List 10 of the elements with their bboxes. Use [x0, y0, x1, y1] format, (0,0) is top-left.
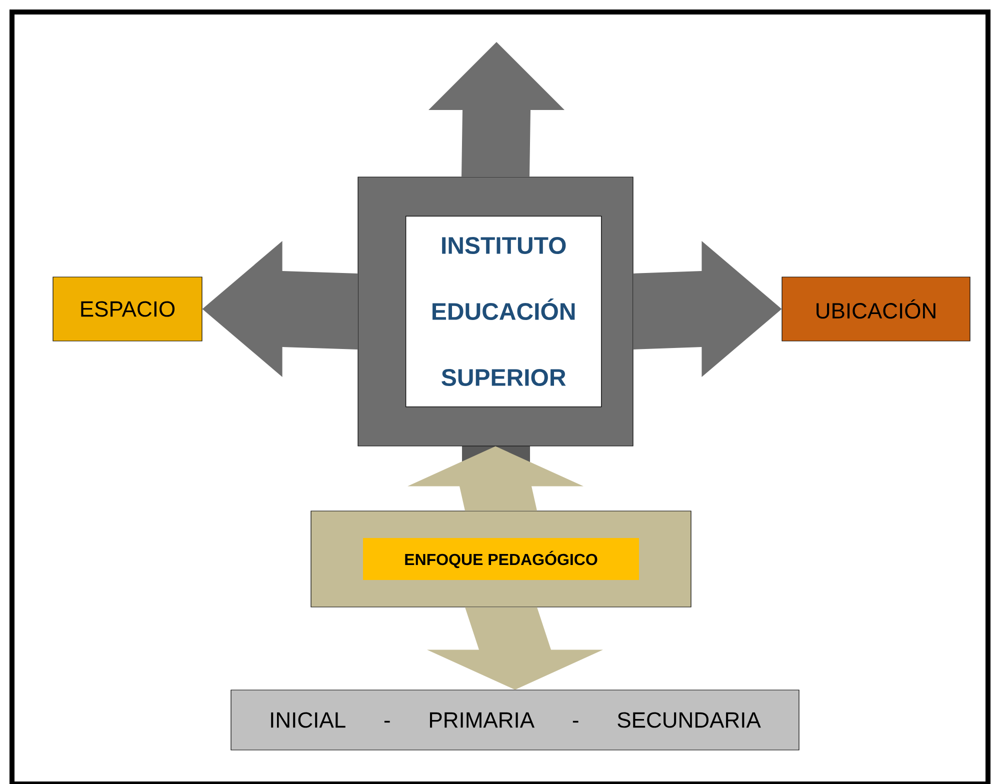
- block-arrow: [408, 446, 584, 511]
- block-arrow: [427, 607, 603, 690]
- label-box: UBICACIÓN: [782, 276, 970, 342]
- institute-box: INSTITUTO EDUCACIÓN SUPERIOR: [358, 176, 634, 446]
- block-arrow: [202, 241, 358, 377]
- block-arrow: [633, 241, 782, 377]
- approach-box: ENFOQUE PEDAGÓGICO: [310, 510, 692, 608]
- block-arrow: [428, 42, 564, 177]
- levels-bar: INICIAL - PRIMARIA - SECUNDARIA: [230, 690, 800, 750]
- label-box: ESPACIO: [52, 276, 202, 342]
